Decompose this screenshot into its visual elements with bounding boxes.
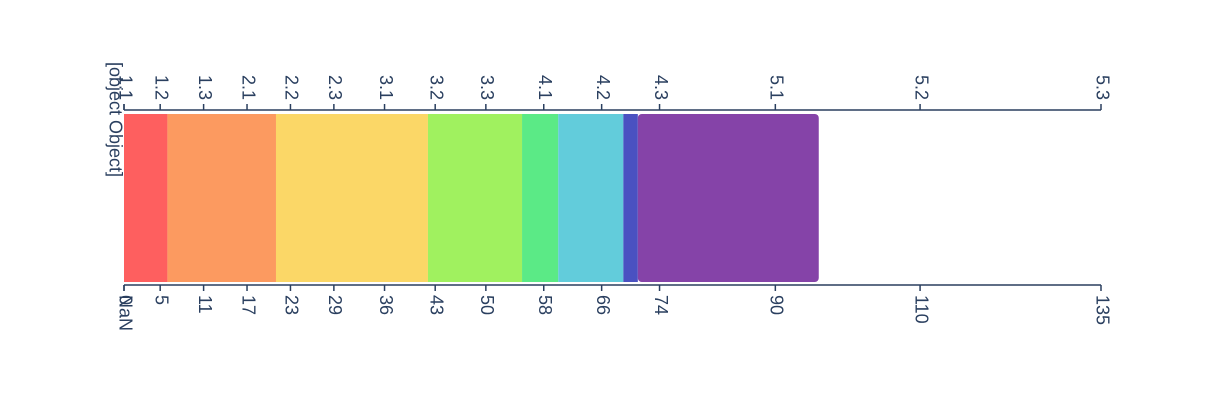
lower-axis-tick-label: 11 [195,295,215,314]
lower-axis-tick-label: 17 [238,295,258,315]
upper-axis-tick-label: 4.3 [651,75,671,100]
upper-axis-tick-label: 4.2 [593,75,613,100]
bar-segment-2 [167,114,276,282]
bar-segment-7 [623,114,638,282]
bar-segment-1 [124,114,168,282]
bar-segments [124,114,819,282]
upper-axis-tick-label: 5.1 [767,75,787,100]
bar-segment-4 [427,114,523,282]
upper-axis-tick-label: 1.3 [195,75,215,100]
upper-axis-tick-label: 2.3 [325,75,345,100]
lower-axis-tick-label: 58 [535,295,555,315]
upper-axis-tick-label: 3.3 [477,75,497,100]
lower-axis-tick-label: 5 [151,295,171,305]
upper-axis-tick-label: 1.2 [151,75,171,100]
lower-axis-tick-label: 50 [477,295,497,315]
upper-axis-tick-label: 1.1 [115,75,135,100]
lower-axis-tick-label: 36 [376,295,396,315]
bar-segment-5 [522,114,559,282]
lower-axis-tick-label: 135 [1092,295,1112,325]
upper-axis-ticks: 11.1 1.2 1.3 2.1 2.2 2.3 3.1 3.2 3.3 4.1 4.2 4.3 5.1… [115,75,1112,110]
bar-segment-6 [558,114,624,282]
upper-axis-tick-label: 3.2 [426,75,446,100]
lower-axis-tick-label: 23 [282,295,302,315]
upper-axis-tick-label: 3.1 [376,75,396,100]
upper-axis-tick-label: 2.1 [238,75,258,100]
lower-axis-tick-label: 0 [115,295,135,305]
upper-axis-tick-label: 1 [115,90,135,100]
upper-axis-tick-label: 4.1 [535,75,555,100]
upper-axis-tick-label: 5.3 [1092,75,1112,100]
upper-axis-tick-label: 2.2 [282,75,302,100]
lower-axis-tick-label: 66 [593,295,613,315]
vertical-axis-label: [object Object] [105,62,125,177]
lower-axis-tick-label: 74 [651,295,671,315]
upper-axis-tick-label: 5.2 [911,75,931,100]
lower-axis-tick-label: 43 [426,295,446,315]
lower-axis-tick-label: 90 [767,295,787,315]
lower-axis-tick-label: NaN [115,295,135,331]
lower-axis-tick-label: 110 [911,295,931,324]
bar-segment-8 [637,114,819,282]
bar-segment-3 [275,114,428,282]
lower-axis-tick-label: 29 [325,295,345,315]
